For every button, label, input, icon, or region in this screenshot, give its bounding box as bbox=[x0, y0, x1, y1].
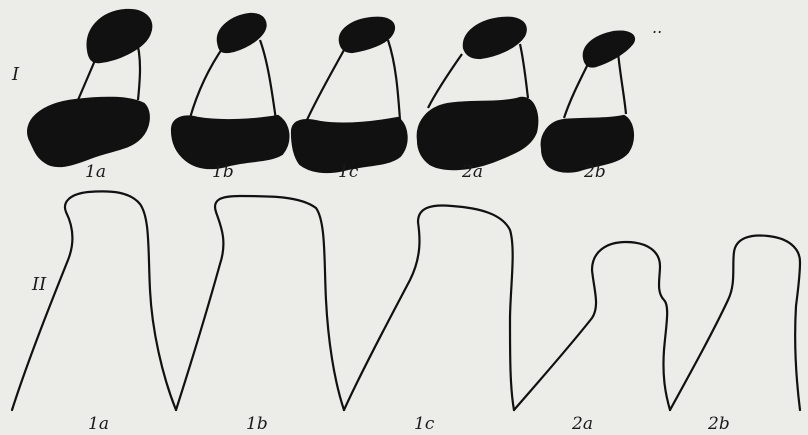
section-1c-cap bbox=[340, 18, 394, 52]
profile-2b bbox=[670, 236, 800, 410]
section-2a bbox=[418, 18, 537, 169]
section-1c bbox=[292, 18, 407, 172]
row-2-label-1c: 1c bbox=[414, 416, 434, 433]
section-2b bbox=[542, 32, 634, 172]
section-1a-cap bbox=[88, 10, 152, 62]
row-label-II: II bbox=[32, 276, 46, 294]
profile-1b bbox=[176, 196, 344, 410]
section-2a-root bbox=[418, 98, 537, 169]
row-1-label-2b: 2b bbox=[584, 164, 606, 181]
row-1-label-1a: 1a bbox=[85, 164, 106, 181]
row-1-label-2a: 2a bbox=[462, 164, 483, 181]
row-2-profiles bbox=[12, 191, 800, 410]
section-1b-cap bbox=[218, 14, 266, 52]
section-1a-root bbox=[28, 98, 149, 166]
row-1-mark: .. bbox=[652, 20, 662, 36]
row-2-label-2a: 2a bbox=[572, 416, 593, 433]
profile-2a bbox=[514, 242, 670, 410]
profile-1a bbox=[12, 191, 176, 410]
section-2a-cap bbox=[464, 18, 526, 58]
row-label-I: I bbox=[12, 66, 19, 84]
row-1-sections bbox=[28, 10, 634, 172]
row-2-label-1b: 1b bbox=[246, 416, 268, 433]
row-1-label-1c: 1c bbox=[338, 164, 358, 181]
section-1b-root bbox=[172, 116, 288, 168]
section-2b-cap bbox=[584, 32, 634, 67]
section-1a bbox=[28, 10, 151, 166]
row-1-label-1b: 1b bbox=[212, 164, 234, 181]
row-2-label-1a: 1a bbox=[88, 416, 109, 433]
section-1b bbox=[172, 14, 288, 168]
row-2-label-2b: 2b bbox=[708, 416, 730, 433]
profile-1c bbox=[344, 206, 514, 410]
